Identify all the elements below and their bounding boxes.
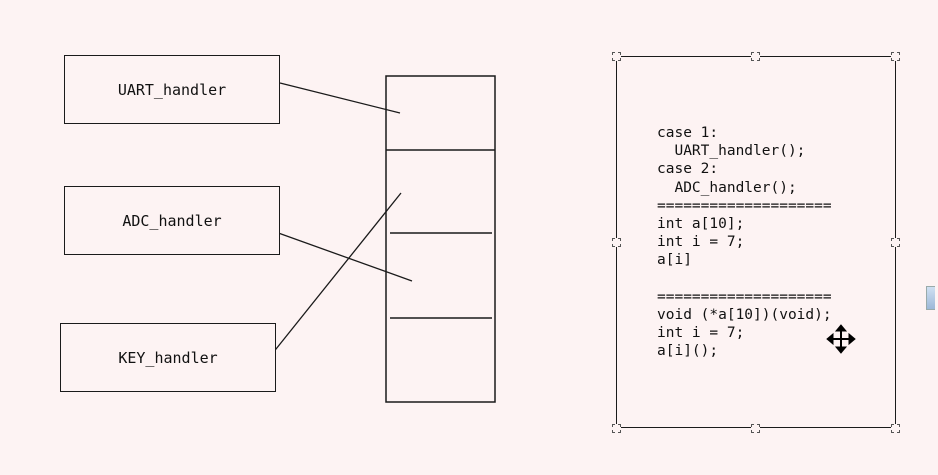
code-line: UART_handler();: [657, 143, 806, 160]
selection-handle-icon[interactable]: [891, 52, 900, 61]
selection-handle-icon[interactable]: [612, 238, 621, 247]
selection-handle-icon[interactable]: [751, 424, 760, 433]
connector-key: [259, 192, 402, 370]
adc-handler-label: ADC_handler: [122, 211, 222, 230]
code-line: int i = 7;: [657, 325, 745, 342]
move-arrows-icon: [826, 324, 856, 354]
scroll-edge-marker: [926, 286, 935, 310]
code-line: ====================: [657, 288, 832, 305]
code-text[interactable]: case 1: UART_handler();case 2: ADC_handl…: [657, 124, 832, 360]
code-line: a[i]: [657, 252, 692, 269]
code-line: case 2:: [657, 161, 719, 178]
code-line: int a[10];: [657, 215, 745, 232]
connector-adc: [269, 229, 413, 282]
selection-handle-icon[interactable]: [891, 424, 900, 433]
code-line: void (*a[10])(void);: [657, 306, 832, 323]
selection-handle-icon[interactable]: [612, 424, 621, 433]
connector-uart: [279, 82, 401, 114]
selection-handle-icon[interactable]: [751, 52, 760, 61]
uart-handler-label: UART_handler: [117, 80, 227, 99]
code-line: a[i]();: [657, 343, 719, 360]
array-column: [385, 75, 496, 403]
code-line: ====================: [657, 197, 832, 214]
selection-handle-icon[interactable]: [891, 238, 900, 247]
selection-handle-icon[interactable]: [612, 52, 621, 61]
uart-handler-box[interactable]: UART_handler: [64, 55, 280, 124]
code-line: case 1:: [657, 125, 719, 141]
code-line: ADC_handler();: [657, 179, 797, 196]
key-handler-label: KEY_handler: [118, 348, 218, 367]
adc-handler-box[interactable]: ADC_handler: [64, 186, 280, 255]
code-line: [657, 270, 832, 288]
key-handler-box[interactable]: KEY_handler: [60, 323, 276, 392]
code-line: int i = 7;: [657, 234, 745, 251]
